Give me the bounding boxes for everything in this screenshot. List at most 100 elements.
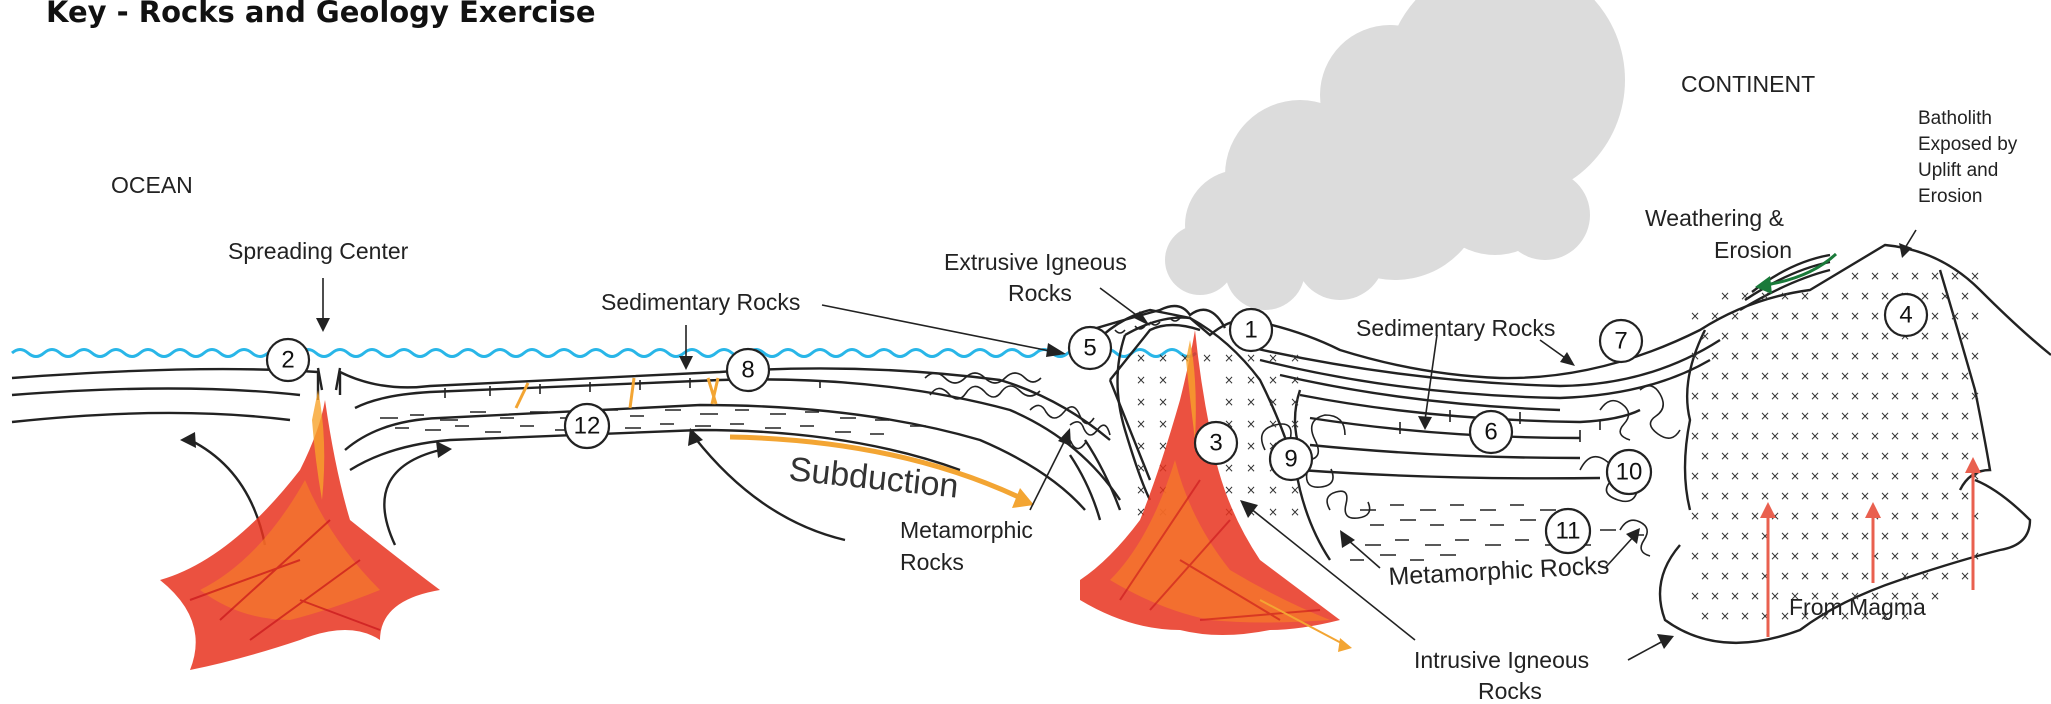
batholith-label-line2: Exposed by: [1918, 134, 2018, 155]
x-mark: ×: [1750, 469, 1760, 483]
x-mark: ×: [1930, 589, 1940, 603]
x-mark: ×: [1710, 469, 1720, 483]
x-mark: ×: [1224, 395, 1234, 409]
x-mark: ×: [1830, 389, 1840, 403]
x-mark: ×: [1900, 369, 1910, 383]
x-mark: ×: [1780, 449, 1790, 463]
x-mark: ×: [1930, 389, 1940, 403]
x-mark: ×: [1860, 409, 1870, 423]
x-mark: ×: [1870, 389, 1880, 403]
x-mark: ×: [1940, 409, 1950, 423]
x-mark: ×: [1860, 529, 1870, 543]
x-mark: ×: [1850, 509, 1860, 523]
marker-7: 7: [1600, 320, 1642, 362]
x-mark: ×: [1790, 509, 1800, 523]
x-mark: ×: [1780, 409, 1790, 423]
x-mark: ×: [1970, 349, 1980, 363]
x-mark: ×: [1710, 309, 1720, 323]
x-mark: ×: [1740, 489, 1750, 503]
x-mark: ×: [1880, 569, 1890, 583]
weathering-label-line1: Weathering &: [1645, 205, 1784, 231]
x-mark: ×: [1940, 329, 1950, 343]
marker-12: 12: [565, 404, 609, 448]
x-mark: ×: [1710, 589, 1720, 603]
marker-5: 5: [1069, 327, 1111, 369]
x-mark: ×: [1290, 351, 1300, 365]
x-mark: ×: [1760, 369, 1770, 383]
x-mark: ×: [1700, 569, 1710, 583]
x-mark: ×: [1960, 329, 1970, 343]
intrusive-label-line2: Rocks: [1478, 678, 1542, 704]
x-mark: ×: [1740, 569, 1750, 583]
x-mark: ×: [1158, 417, 1168, 431]
x-mark: ×: [1950, 269, 1960, 283]
x-mark: ×: [1290, 373, 1300, 387]
x-mark: ×: [1890, 509, 1900, 523]
x-mark: ×: [1860, 569, 1870, 583]
x-mark: ×: [1880, 289, 1890, 303]
x-mark: ×: [1690, 509, 1700, 523]
x-mark: ×: [1890, 469, 1900, 483]
x-mark: ×: [1246, 439, 1256, 453]
x-mark: ×: [1750, 349, 1760, 363]
x-mark: ×: [1870, 429, 1880, 443]
x-mark: ×: [1950, 549, 1960, 563]
x-mark: ×: [1880, 489, 1890, 503]
x-mark: ×: [1870, 269, 1880, 283]
x-mark: ×: [1960, 369, 1970, 383]
x-mark: ×: [1720, 369, 1730, 383]
x-mark: ×: [1730, 389, 1740, 403]
svg-text:2: 2: [281, 347, 294, 374]
x-mark: ×: [1690, 589, 1700, 603]
x-mark: ×: [1910, 349, 1920, 363]
x-mark: ×: [1890, 349, 1900, 363]
x-mark: ×: [1810, 429, 1820, 443]
x-mark: ×: [1720, 289, 1730, 303]
ocean-water-line: [12, 350, 1196, 357]
x-mark: ×: [1940, 569, 1950, 583]
x-mark: ×: [1860, 289, 1870, 303]
batholith-label-line3: Uplift and: [1918, 160, 1998, 181]
x-mark: ×: [1830, 429, 1840, 443]
x-mark: ×: [1770, 549, 1780, 563]
x-mark: ×: [1750, 429, 1760, 443]
x-mark: ×: [1910, 469, 1920, 483]
x-mark: ×: [1750, 589, 1760, 603]
x-mark: ×: [1780, 529, 1790, 543]
x-mark: ×: [1890, 429, 1900, 443]
x-mark: ×: [1730, 589, 1740, 603]
x-mark: ×: [1930, 349, 1940, 363]
x-mark: ×: [1720, 609, 1730, 623]
x-mark: ×: [1930, 469, 1940, 483]
x-mark: ×: [1960, 409, 1970, 423]
x-mark: ×: [1202, 351, 1212, 365]
ocean-crust-left: [12, 369, 318, 422]
x-mark: ×: [1268, 351, 1278, 365]
x-mark: ×: [1750, 309, 1760, 323]
x-mark: ×: [1224, 351, 1234, 365]
x-mark: ×: [1810, 509, 1820, 523]
metamorphic-right-label: Metamorphic Rocks: [1388, 551, 1610, 591]
x-mark: ×: [1770, 589, 1780, 603]
x-mark: ×: [1290, 505, 1300, 519]
x-mark: ×: [1970, 429, 1980, 443]
metamorphic-left-label-line2: Rocks: [900, 549, 964, 575]
x-mark: ×: [1940, 529, 1950, 543]
x-mark: ×: [1800, 529, 1810, 543]
x-mark: ×: [1700, 609, 1710, 623]
x-mark: ×: [1268, 483, 1278, 497]
x-mark: ×: [1700, 329, 1710, 343]
x-mark: ×: [1800, 369, 1810, 383]
x-mark: ×: [1780, 489, 1790, 503]
spreading-center-label: Spreading Center: [228, 238, 409, 264]
svg-text:7: 7: [1614, 328, 1627, 355]
x-mark: ×: [1930, 429, 1940, 443]
extrusive-label-line2: Rocks: [1008, 280, 1072, 306]
svg-text:8: 8: [741, 357, 754, 384]
x-mark: ×: [1840, 569, 1850, 583]
x-mark: ×: [1246, 483, 1256, 497]
marker-3: 3: [1195, 422, 1237, 464]
x-mark: ×: [1790, 429, 1800, 443]
x-mark: ×: [1780, 569, 1790, 583]
